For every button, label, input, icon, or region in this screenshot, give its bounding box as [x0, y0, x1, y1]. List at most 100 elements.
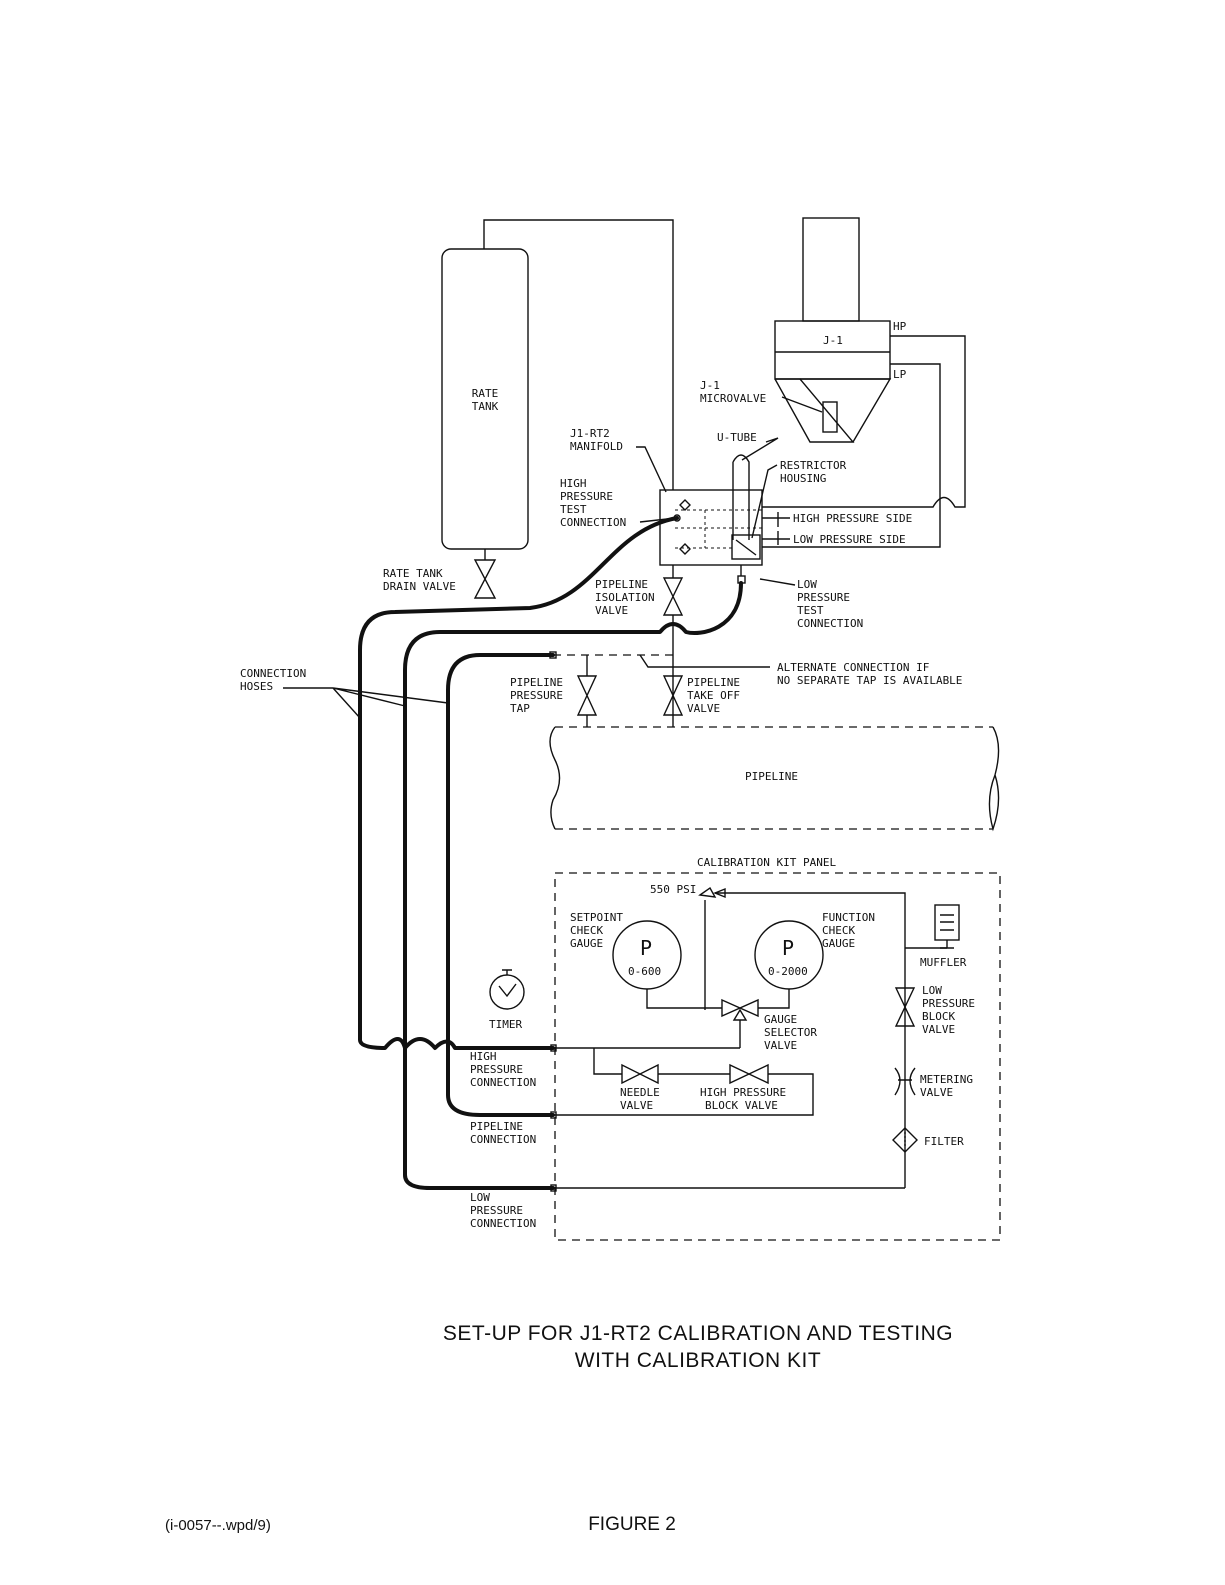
- psi-550-label: 550 PSI: [650, 883, 696, 896]
- drain-valve-label-2: DRAIN VALVE: [383, 580, 456, 593]
- hp-test-label-3: TEST: [560, 503, 587, 516]
- rate-tank-label-1: RATE: [472, 387, 499, 400]
- pressure-tap-label-1: PIPELINE: [510, 676, 563, 689]
- pressure-tap-fitting: [549, 651, 557, 659]
- j1-unit: J-1 HP LP: [774, 217, 907, 443]
- manifold-leader: [636, 446, 667, 493]
- lp-connection-label-1: LOW: [470, 1191, 490, 1204]
- selector-label-1: GAUGE: [764, 1013, 797, 1026]
- relief-line: [704, 892, 906, 1188]
- metering-valve: [894, 1067, 916, 1096]
- j1-microvalve-body: [822, 401, 838, 433]
- connection-hoses-leader: [283, 687, 449, 719]
- lp-test-label-3: TEST: [797, 604, 824, 617]
- take-off-label-3: VALVE: [687, 702, 720, 715]
- microvalve-label-1: J-1: [700, 379, 720, 392]
- function-label-3: GAUGE: [822, 937, 855, 950]
- muffler-label: MUFFLER: [920, 956, 967, 969]
- side-brackets: [762, 512, 790, 545]
- footer-file-ref: (i-0057--.wpd/9): [165, 1517, 271, 1534]
- needle-line: [553, 1048, 814, 1116]
- alternate-label-2: NO SEPARATE TAP IS AVAILABLE: [777, 674, 962, 687]
- needle-label-2: VALVE: [620, 1099, 653, 1112]
- hp-test-label-2: PRESSURE: [560, 490, 613, 503]
- gauge-lines: [646, 989, 790, 1009]
- alternate-leader: [639, 654, 770, 668]
- take-off-label-2: TAKE OFF: [687, 689, 740, 702]
- hp-test-label-4: CONNECTION: [560, 516, 626, 529]
- hp-block-label-2: BLOCK VALVE: [705, 1099, 778, 1112]
- lp-connection-label-3: CONNECTION: [470, 1217, 536, 1230]
- u-tube-label: U-TUBE: [717, 431, 757, 444]
- pipeline-pressure-tap-valve: [576, 675, 598, 727]
- microvalve-leader: [781, 396, 823, 413]
- filter: [892, 1127, 918, 1153]
- setpoint-label-1: SETPOINT: [570, 911, 623, 924]
- setpoint-gauge-p: P: [640, 936, 652, 960]
- manifold-diamonds: [679, 499, 691, 555]
- pipeline-connection-label-1: PIPELINE: [470, 1120, 523, 1133]
- function-gauge-range: 0-2000: [768, 965, 808, 978]
- hp-label: HP: [893, 320, 907, 333]
- lp-test-leader: [759, 578, 796, 586]
- restrictor-label-2: HOUSING: [780, 472, 826, 485]
- rate-tank-line: [483, 219, 674, 490]
- low-pressure-hose: [403, 581, 743, 1190]
- filter-label: FILTER: [924, 1135, 964, 1148]
- j1-label: J-1: [823, 334, 843, 347]
- manifold-label-1: J1-RT2: [570, 427, 610, 440]
- pipeline-hose: [446, 653, 555, 1117]
- rate-tank-label-2: TANK: [472, 400, 499, 413]
- function-label-1: FUNCTION: [822, 911, 875, 924]
- manifold-label-2: MANIFOLD: [570, 440, 623, 453]
- low-pressure-side-label: LOW PRESSURE SIDE: [793, 533, 906, 546]
- timer-icon: [489, 969, 525, 1010]
- connection-hoses-label-2: HOSES: [240, 680, 273, 693]
- pressure-tap-label-3: TAP: [510, 702, 530, 715]
- setpoint-label-2: CHECK: [570, 924, 603, 937]
- lp-block-label-2: PRESSURE: [922, 997, 975, 1010]
- pressure-tap-label-2: PRESSURE: [510, 689, 563, 702]
- hp-connection-label-2: PRESSURE: [470, 1063, 523, 1076]
- hp-connection-label-3: CONNECTION: [470, 1076, 536, 1089]
- high-pressure-hose: [358, 516, 679, 1050]
- pipeline-label: PIPELINE: [745, 770, 798, 783]
- lp-connection-label-2: PRESSURE: [470, 1204, 523, 1217]
- high-pressure-block-valve: [729, 1063, 769, 1085]
- function-check-gauge: P 0-2000: [754, 920, 824, 990]
- setpoint-check-gauge: P 0-600: [612, 920, 682, 990]
- gauge-selector-valve: [721, 998, 759, 1048]
- restrictor-leader: [751, 464, 778, 539]
- muffler: [934, 904, 960, 949]
- metering-label-2: VALVE: [920, 1086, 953, 1099]
- low-pressure-block-valve: [894, 987, 916, 1027]
- needle-label-1: NEEDLE: [620, 1086, 660, 1099]
- lp-label: LP: [893, 368, 907, 381]
- hp-connection-label-1: HIGH: [470, 1050, 497, 1063]
- isolation-label-1: PIPELINE: [595, 578, 648, 591]
- pipeline: PIPELINE: [549, 726, 1000, 832]
- setpoint-label-3: GAUGE: [570, 937, 603, 950]
- lp-test-label-1: LOW: [797, 578, 817, 591]
- relief-valve: [698, 886, 717, 898]
- title-line-1: SET-UP FOR J1-RT2 CALIBRATION AND TESTIN…: [443, 1322, 953, 1345]
- lp-block-label-4: VALVE: [922, 1023, 955, 1036]
- microvalve-label-2: MICROVALVE: [700, 392, 766, 405]
- isolation-label-2: ISOLATION: [595, 591, 655, 604]
- rate-tank-drain-valve: [473, 549, 497, 599]
- alternate-label-1: ALTERNATE CONNECTION IF: [777, 661, 929, 674]
- take-off-label-1: PIPELINE: [687, 676, 740, 689]
- lp-test-label-2: PRESSURE: [797, 591, 850, 604]
- hp-test-label-1: HIGH: [560, 477, 587, 490]
- lp-block-label-3: BLOCK: [922, 1010, 955, 1023]
- drain-valve-label-1: RATE TANK: [383, 567, 443, 580]
- function-label-2: CHECK: [822, 924, 855, 937]
- needle-valve: [621, 1063, 659, 1085]
- pipeline-isolation-valve: [662, 565, 684, 727]
- hp-block-label-1: HIGH PRESSURE: [700, 1086, 786, 1099]
- pipeline-connection-label-2: CONNECTION: [470, 1133, 536, 1146]
- metering-label-1: METERING: [920, 1073, 973, 1086]
- selector-label-2: SELECTOR: [764, 1026, 817, 1039]
- restrictor-housing-box: [731, 534, 761, 560]
